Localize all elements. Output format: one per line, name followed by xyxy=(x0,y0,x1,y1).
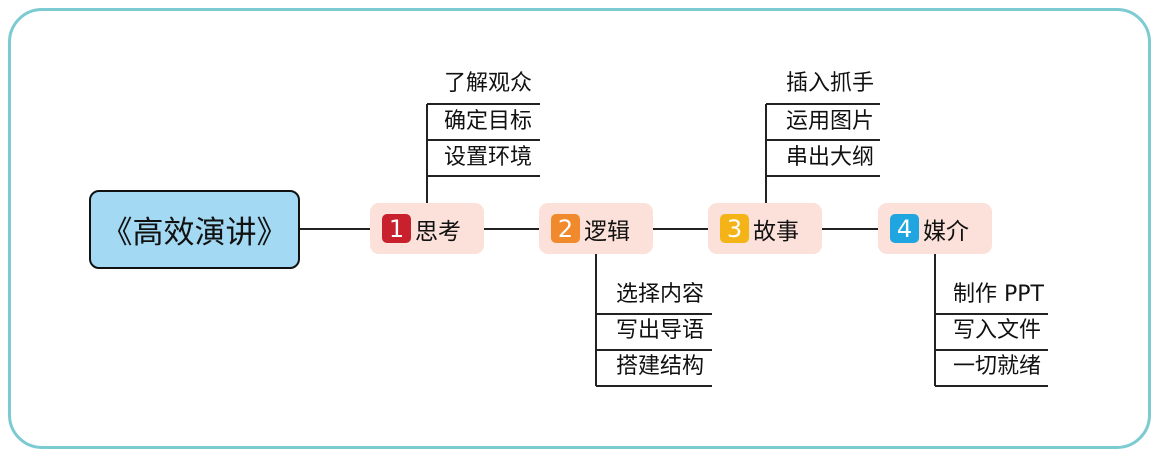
node-logic: 2 逻辑 xyxy=(539,203,653,254)
number-badge-2: 2 xyxy=(551,214,580,243)
leaf-item: 选择内容 xyxy=(616,282,705,307)
leaf-item: 插入抓手 xyxy=(786,71,875,96)
node-thinking: 1 思考 xyxy=(370,203,484,254)
root-label: 《高效演讲》 xyxy=(101,215,288,251)
leaf-item: 写入文件 xyxy=(953,318,1042,343)
leaf-item: 写出导语 xyxy=(616,318,705,343)
node-label: 故事 xyxy=(753,218,799,245)
leaf-item: 一切就绪 xyxy=(953,354,1042,379)
leaf-item: 确定目标 xyxy=(444,109,533,134)
leaf-item: 设置环境 xyxy=(444,145,533,170)
node-media: 4 媒介 xyxy=(878,203,992,254)
number-badge-4: 4 xyxy=(890,214,919,243)
leaf-item: 了解观众 xyxy=(444,71,533,96)
node-label: 思考 xyxy=(415,218,461,245)
root-node: 《高效演讲》 xyxy=(89,190,300,269)
node-story: 3 故事 xyxy=(708,203,822,254)
number-badge-3: 3 xyxy=(720,214,749,243)
number-badge-1: 1 xyxy=(382,214,411,243)
leaf-item: 串出大纲 xyxy=(786,145,875,170)
node-label: 逻辑 xyxy=(584,218,630,245)
leaf-item: 运用图片 xyxy=(786,109,875,134)
node-label: 媒介 xyxy=(923,218,969,245)
leaf-item: 搭建结构 xyxy=(616,354,705,379)
leaf-item: 制作 PPT xyxy=(953,282,1044,307)
